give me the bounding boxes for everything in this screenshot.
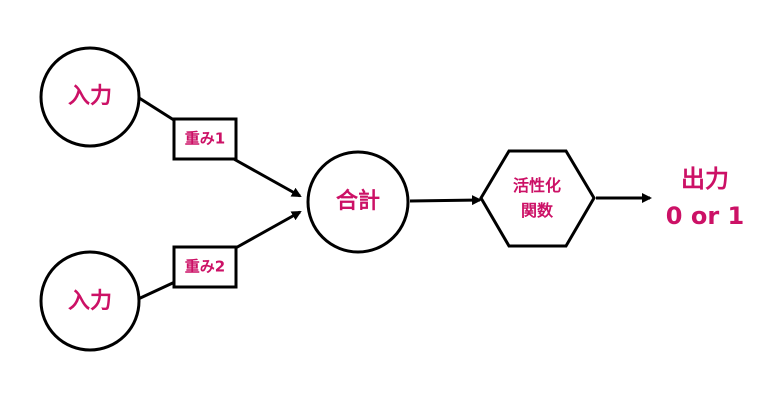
connector-input1-weight1: [135, 94, 178, 124]
weight-box-2: [172, 245, 238, 289]
sum-node: [306, 150, 410, 254]
arrow-weight1-sum: [231, 156, 302, 198]
activation-label: 活性化 関数: [513, 174, 561, 224]
activation-line-2: 関数: [520, 201, 554, 220]
connector-input2-weight2: [135, 279, 178, 302]
output-label: 出力 0 or 1: [666, 161, 744, 235]
input-2-label: 入力: [67, 289, 113, 314]
output-line-2: 0 or 1: [665, 202, 745, 230]
input-node-2: [39, 250, 141, 352]
input-1-label: 入力: [67, 84, 113, 109]
arrow-sum-activation: [409, 195, 482, 206]
arrow-weight2-sum: [231, 210, 302, 252]
output-line-1: 出力: [681, 164, 729, 193]
weight-1-label: 重み1: [184, 129, 226, 148]
activation-hexagon: [479, 149, 596, 248]
activation-line-1: 活性化: [512, 176, 562, 196]
weight-box-1: [172, 117, 238, 161]
weight-2-label: 重み2: [184, 257, 226, 276]
sum-label: 合計: [335, 189, 381, 214]
input-node-1: [39, 46, 141, 148]
